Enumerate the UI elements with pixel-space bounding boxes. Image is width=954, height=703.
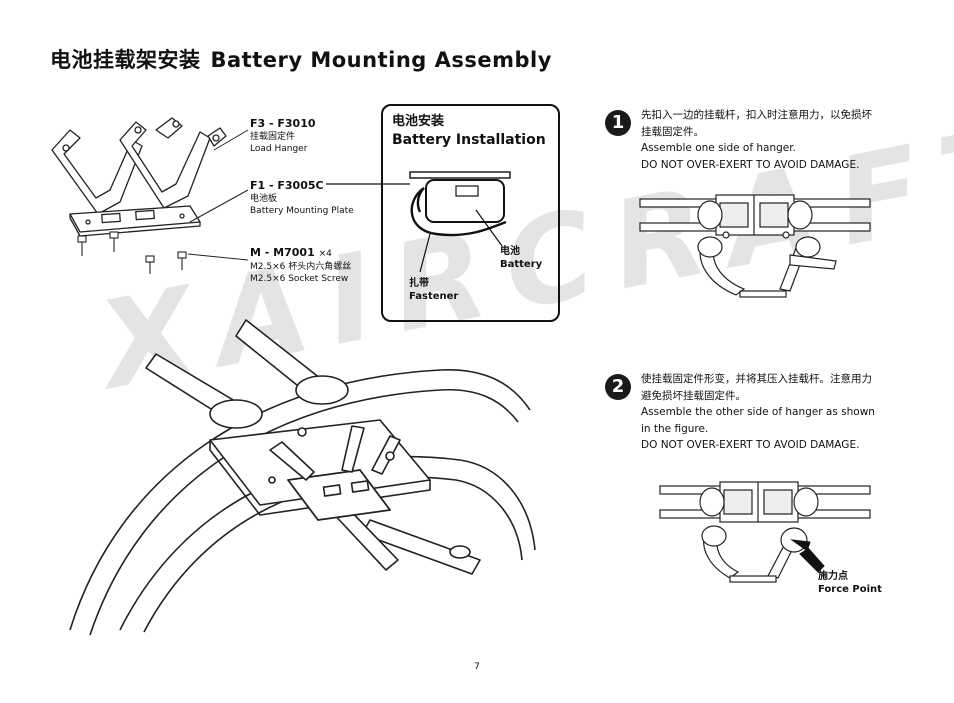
part-label-socket-screw: M - M7001 ×4 M2.5×6 杯头内六角螺丝 M2.5×6 Socke… <box>250 246 351 285</box>
battery-plate-shape <box>409 171 511 179</box>
socket-screws <box>77 231 187 274</box>
fastener-label-zh: 扎带 <box>409 278 429 289</box>
part-code: F3 - F3010 <box>250 117 316 130</box>
part-name-en: M2.5×6 Socket Screw <box>250 274 349 284</box>
part-code: M - M7001 <box>250 246 315 259</box>
step-2-line: 避免损坏挂载固定件。 <box>641 389 746 402</box>
battery-installation-title-en: Battery Installation <box>392 132 546 148</box>
force-point-label-en: Force Point <box>818 584 882 595</box>
force-point-label-zh: 施力点 <box>818 571 848 582</box>
step-2-number: 2 <box>605 374 631 400</box>
part-name-zh: 电池板 <box>250 194 278 204</box>
page-title: 电池挂载架安装 Battery Mounting Assembly <box>50 44 552 74</box>
battery-installation-panel <box>381 104 560 322</box>
step-2-line: 使挂载固定件形变，并将其压入挂载杆。注意用力 <box>641 373 872 385</box>
load-hanger-right <box>119 121 211 209</box>
force-arrow-icon <box>790 539 825 573</box>
step-2-line: DO NOT OVER-EXERT TO AVOID DAMAGE. <box>641 439 860 451</box>
battery-installation-diagram <box>326 171 511 273</box>
exploded-parts-diagram <box>51 117 249 274</box>
battery-label: 电池 Battery <box>500 245 542 271</box>
load-hanger-left <box>51 129 143 215</box>
part-name-en: Battery Mounting Plate <box>250 206 354 216</box>
step-2-instructions: 使挂载固定件形变，并将其压入挂载杆。注意用力 避免损坏挂载固定件。 Assemb… <box>641 371 875 454</box>
battery-label-en: Battery <box>500 259 543 270</box>
page-title-zh: 电池挂载架安装 <box>50 48 201 72</box>
step-2-diagram <box>659 481 871 583</box>
step-2-line: Assemble the other side of hanger as sho… <box>641 406 875 418</box>
part-name-zh: 挂载固定件 <box>250 132 296 142</box>
part-name-en: Load Hanger <box>250 144 308 154</box>
assembled-mount-diagram <box>69 319 536 636</box>
page-title-en: Battery Mounting Assembly <box>210 48 552 72</box>
battery-installation-title: 电池安装 Battery Installation <box>392 112 546 150</box>
step-1-line: 挂载固定件。 <box>641 125 704 138</box>
fastener-strap <box>410 187 507 237</box>
step-1-diagram <box>639 194 871 298</box>
battery-label-zh: 电池 <box>500 246 520 257</box>
part-label-load-hanger: F3 - F3010 挂载固定件 Load Hanger <box>250 117 316 155</box>
force-point-label: 施力点 Force Point <box>818 570 882 596</box>
page-number: 7 <box>474 662 480 672</box>
step-1-line: DO NOT OVER-EXERT TO AVOID DAMAGE. <box>641 158 860 171</box>
step-1-number: 1 <box>605 110 631 136</box>
part-code: F1 - F3005C <box>250 179 324 192</box>
step-1-instructions: 先扣入一边的挂载杆，扣入时注意用力，以免损坏 挂载固定件。 Assemble o… <box>641 107 872 173</box>
fastener-label-en: Fastener <box>409 291 459 302</box>
battery-installation-title-zh: 电池安装 <box>392 114 445 129</box>
battery-shape <box>425 179 505 223</box>
step-2-line: in the figure. <box>641 422 709 435</box>
part-name-zh: M2.5×6 杯头内六角螺丝 <box>250 262 352 272</box>
step-1-line: Assemble one side of hanger. <box>641 142 796 154</box>
part-label-battery-plate: F1 - F3005C 电池板 Battery Mounting Plate <box>250 179 354 217</box>
fastener-label: 扎带 Fastener <box>409 277 458 303</box>
part-multiplier: ×4 <box>318 249 332 259</box>
step-1-line: 先扣入一边的挂载杆，扣入时注意用力，以免损坏 <box>641 109 872 121</box>
